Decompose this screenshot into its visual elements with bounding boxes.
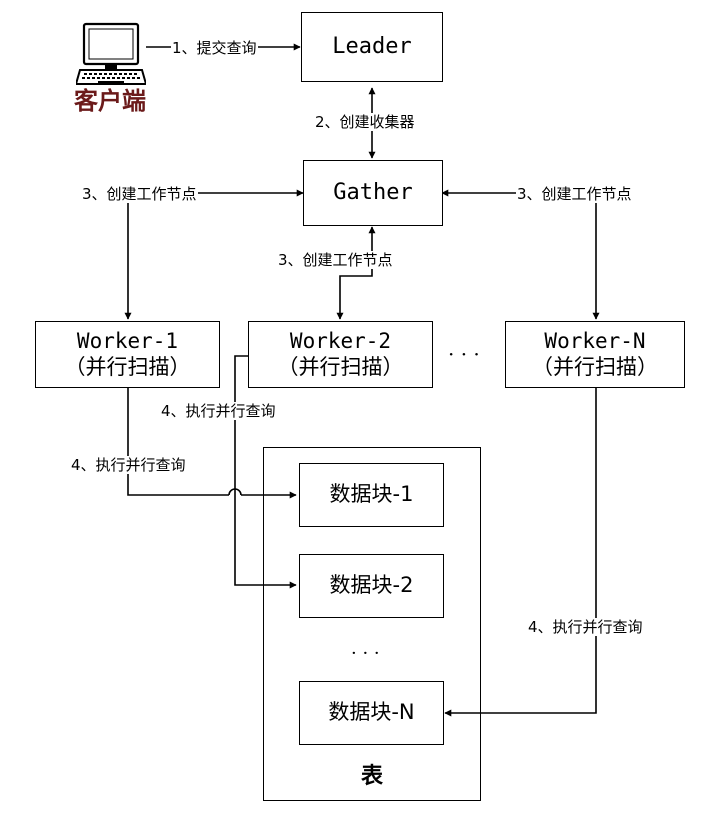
worker-2-name: Worker-2 [289, 329, 392, 354]
edge-label-create-worker-left: 3、创建工作节点 [81, 185, 198, 203]
computer-terminal-icon [76, 22, 146, 85]
edge-label-exec-worker1: 4、执行并行查询 [70, 456, 187, 474]
data-block-n: 数据块-N [299, 681, 444, 745]
workers-ellipsis: · · · [448, 342, 480, 366]
edge-worker2-block2 [234, 355, 297, 589]
data-block-1-label: 数据块-1 [329, 482, 414, 507]
edge-gather-worker2 [336, 226, 376, 320]
data-block-n-label: 数据块-N [328, 700, 415, 725]
edge-workerN-blockN [444, 388, 597, 717]
data-block-1: 数据块-1 [299, 463, 444, 527]
edge-label-create-worker-mid: 3、创建工作节点 [277, 251, 394, 269]
gather-node: Gather [303, 160, 443, 226]
edge-gather-workerN [441, 189, 600, 320]
edge-label-exec-workern: 4、执行并行查询 [527, 618, 644, 636]
client-label: 客户端 [74, 87, 146, 115]
edge-worker1-block1 [127, 388, 229, 496]
edge-label-submit-query: 1、提交查询 [171, 39, 258, 57]
worker-n-name: Worker-N [544, 329, 646, 354]
blocks-ellipsis: · · · [351, 643, 380, 664]
worker-2-node: Worker-2 （并行扫描） [248, 321, 433, 388]
table-label: 表 [361, 764, 384, 789]
data-block-2-label: 数据块-2 [329, 573, 414, 598]
worker-2-sub: （并行扫描） [277, 354, 404, 379]
worker-n-sub: （并行扫描） [532, 354, 658, 379]
worker-1-sub: （并行扫描） [64, 354, 191, 379]
worker-n-node: Worker-N （并行扫描） [505, 321, 685, 388]
worker-1-name: Worker-1 [76, 329, 179, 354]
leader-node: Leader [301, 12, 443, 82]
gather-label: Gather [333, 179, 413, 205]
edge-label-create-gatherer: 2、创建收集器 [314, 113, 416, 131]
edge-label-create-worker-right: 3、创建工作节点 [516, 185, 633, 203]
worker-1-node: Worker-1 （并行扫描） [35, 321, 220, 388]
edge-label-exec-worker2: 4、执行并行查询 [160, 402, 277, 420]
leader-label: Leader [332, 33, 412, 59]
table-container [263, 447, 481, 801]
data-block-2: 数据块-2 [299, 554, 444, 618]
